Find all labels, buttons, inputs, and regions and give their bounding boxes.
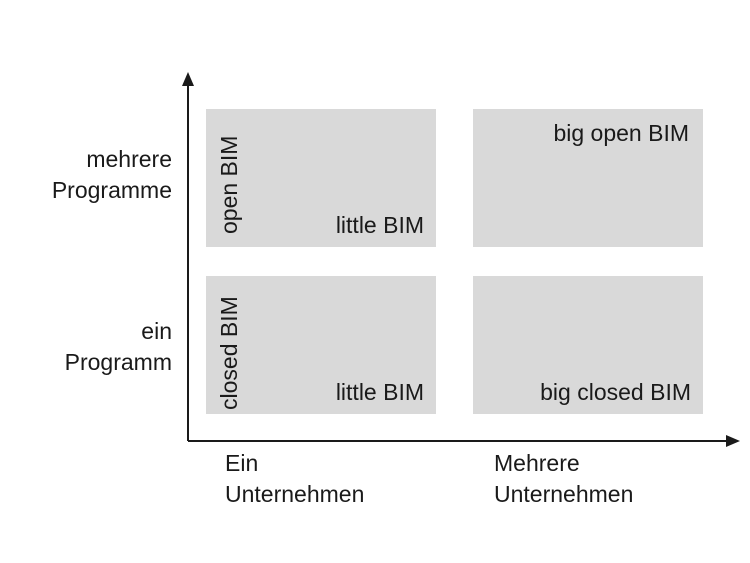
y-axis-arrow-icon bbox=[182, 72, 194, 86]
big-closed-bim-label: big closed BIM bbox=[540, 379, 691, 405]
big-open-bim-label: big open BIM bbox=[553, 120, 689, 146]
quadrant-bottom-right: big closed BIM bbox=[473, 276, 703, 414]
y-axis-label-bottom: ein Programm bbox=[65, 316, 172, 378]
open-bim-label: open BIM bbox=[216, 135, 242, 234]
closed-bim-label: closed BIM bbox=[216, 296, 242, 410]
x-axis-label-left-line-1: Ein bbox=[225, 450, 259, 476]
little-bim-label-top: little BIM bbox=[335, 212, 424, 238]
y-axis-label-top: mehrere Programme bbox=[52, 144, 172, 206]
y-axis-label-bottom-line-2: Programm bbox=[64, 349, 172, 375]
y-axis-label-top-line-1: mehrere bbox=[86, 146, 172, 172]
x-axis-label-right: Mehrere Unternehmen bbox=[494, 448, 633, 510]
quadrant-bottom-left: closed BIM little BIM bbox=[206, 276, 436, 414]
quadrant-top-left: open BIM little BIM bbox=[206, 109, 436, 247]
x-axis-label-right-line-1: Mehrere bbox=[494, 450, 580, 476]
y-axis-label-top-line-2: Programme bbox=[51, 177, 172, 203]
x-axis-label-left-line-2: Unternehmen bbox=[225, 481, 365, 507]
y-axis-label-bottom-line-1: ein bbox=[141, 318, 172, 344]
x-axis-arrow-icon bbox=[726, 435, 740, 447]
little-bim-label-bottom: little BIM bbox=[335, 379, 424, 405]
x-axis-label-left: Ein Unternehmen bbox=[225, 448, 364, 510]
quadrant-top-right: big open BIM bbox=[473, 109, 703, 247]
x-axis-label-right-line-2: Unternehmen bbox=[494, 481, 634, 507]
